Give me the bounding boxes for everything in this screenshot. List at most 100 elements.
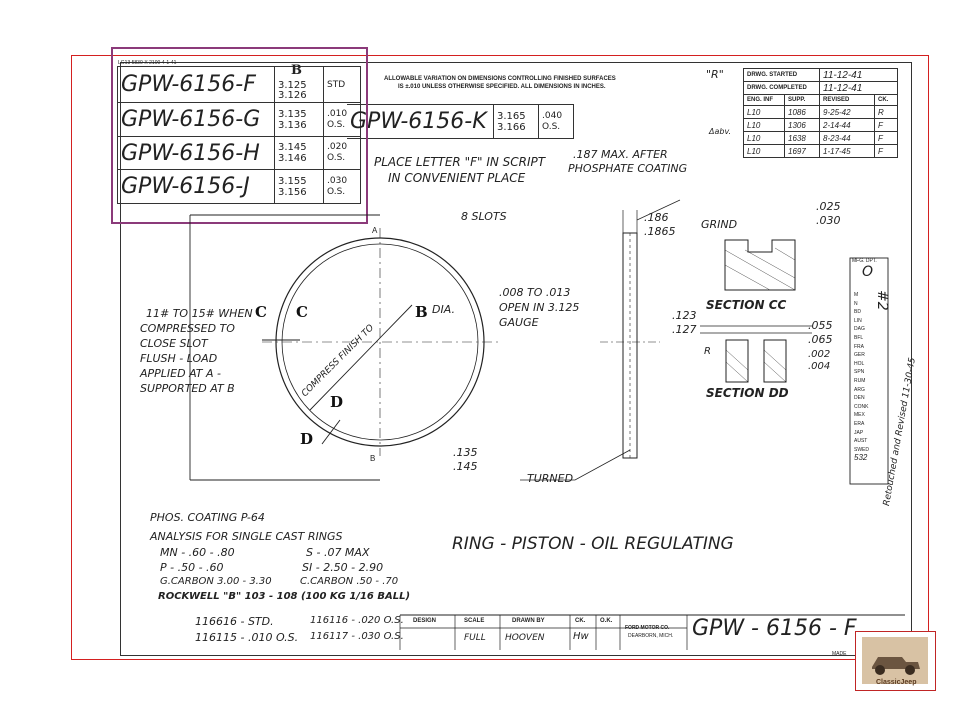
jeep-icon — [862, 637, 928, 684]
jeep-image — [862, 637, 928, 684]
mfg-dept-item: BD — [854, 309, 861, 316]
part-cell: GPW-6156-K — [347, 104, 494, 139]
drawn-by-label: DRAWN BY — [512, 618, 545, 624]
mfg-dept-item: ARG — [854, 386, 865, 393]
part-number-020: 116116 - .020 O.S. — [310, 615, 404, 626]
dim-value: 3.126 — [278, 89, 307, 101]
mfg-dept-item: LIN — [854, 317, 862, 324]
drawing-title: RING - PISTON - OIL REGULATING — [452, 534, 734, 554]
rev-cell: F — [874, 144, 898, 158]
mfg-dept-item: RUM — [854, 377, 866, 384]
note-load2: COMPRESSED TO — [140, 322, 235, 335]
code-value: .040 — [542, 110, 563, 121]
ck-value: Hw — [573, 631, 589, 642]
note-load4: FLUSH - LOAD — [140, 352, 218, 365]
made-label: MADE — [832, 651, 847, 657]
section-dd-label: SECTION DD — [706, 386, 789, 400]
drawn-by-value: HOOVEN — [505, 633, 545, 643]
note-load6: SUPPORTED AT B — [140, 382, 235, 395]
code-value: .030 — [327, 175, 348, 186]
note-load1: 11# TO 15# WHEN — [146, 307, 253, 320]
label-r: R — [704, 346, 711, 357]
mfg-dept-item: 532 — [854, 453, 868, 463]
mfg-dept-item: M — [854, 292, 859, 298]
dim-value: 3.135 — [278, 108, 307, 120]
note-thick2: .1865 — [644, 225, 676, 238]
analysis-s: S - .07 MAX — [306, 546, 370, 559]
label-d: D — [330, 393, 344, 411]
code-value: O.S. — [327, 153, 346, 163]
rev-cell: L10 — [743, 144, 785, 158]
note-dia: DIA. — [432, 303, 455, 316]
note-load3: CLOSE SLOT — [140, 337, 208, 350]
label-c: C — [296, 303, 308, 321]
note-grind: GRIND — [701, 218, 738, 231]
code-value: .020 — [327, 142, 348, 152]
variant-table: GPW-6156-F B 3.125 3.126 STD GPW-6156-G … — [117, 63, 361, 204]
part-cell: GPW-6156-H — [117, 136, 275, 170]
dim-value: 3.156 — [278, 186, 307, 198]
part-number-std: 116616 - STD. — [195, 615, 274, 628]
analysis-si: SI - 2.50 - 2.90 — [302, 561, 384, 574]
scale-label: SCALE — [464, 618, 485, 624]
code-value: .010 — [327, 108, 348, 119]
dim-value: 3.155 — [278, 175, 307, 187]
analysis-cc: C.CARBON .50 - .70 — [300, 576, 399, 587]
mfg-dept-item: SPN — [854, 369, 865, 376]
analysis-gc: G.CARBON 3.00 - 3.30 — [160, 576, 272, 587]
col-letter-b: B — [291, 63, 302, 78]
part-number-010: 116115 - .010 O.S. — [195, 631, 299, 644]
rev-cell: 1697 — [784, 144, 820, 158]
mfg-dept-item: JAP — [854, 429, 864, 436]
mfg-dept-item: HOL — [854, 360, 865, 367]
part-cell: GPW-6156-J — [117, 169, 275, 204]
mfg-dept-item: DAG — [854, 326, 865, 333]
mfg-dept-item: BFL — [854, 334, 864, 341]
mfg-dept-item: MEX — [854, 412, 865, 419]
dim-value: 3.125 — [278, 79, 307, 91]
rev-mark: "R" — [706, 68, 724, 81]
mfg-dept-item: ERA — [854, 420, 865, 427]
mfg-dept-item: FRA — [854, 343, 864, 350]
classic-jeep-logo: ClassicJeep — [855, 631, 936, 691]
note-gap2: OPEN IN 3.125 — [499, 301, 580, 314]
rev-cell: F — [874, 131, 898, 145]
title-part-number: GPW - 6156 - F — [692, 616, 857, 641]
note-t1: .025 — [816, 200, 841, 213]
mfg-dept-item: GER — [854, 352, 865, 359]
dim-value: 3.145 — [278, 142, 307, 153]
note-place-letter2: IN CONVENIENT PLACE — [388, 171, 526, 185]
side-note: #2 — [874, 290, 890, 311]
tolerance-note-line2: IS ±.010 UNLESS OTHERWISE SPECIFIED. ALL… — [398, 84, 606, 90]
note-s1: .055 — [808, 319, 833, 332]
note-rad1: .135 — [453, 446, 478, 459]
note-s2: .065 — [808, 333, 833, 346]
highlight-box — [111, 47, 368, 224]
ck-label: CK. — [575, 618, 586, 624]
mfg-dept-label: MFG. DPT. — [852, 258, 877, 264]
corner-note: LG13 5830-X 2100-4-1-41 — [118, 60, 177, 66]
label-a: A — [372, 226, 378, 235]
note-phosphate: .187 MAX. AFTER — [573, 148, 668, 161]
mfg-dept-value: O — [862, 264, 874, 280]
code-value: O.S. — [542, 121, 561, 132]
drawing-sheet-frame — [71, 55, 929, 660]
analysis-title: ANALYSIS FOR SINGLE CAST RINGS — [150, 530, 343, 543]
note-load5: APPLIED AT A - — [140, 367, 222, 380]
mfg-dept-item: N — [854, 300, 858, 307]
tolerance-note-line1: ALLOWABLE VARIATION ON DIMENSIONS CONTRO… — [384, 76, 616, 82]
company-city: DEARBORN, MICH. — [628, 633, 674, 639]
note-rad2: .145 — [453, 460, 478, 473]
note-r2: .004 — [808, 361, 831, 372]
ok-label: O.K. — [600, 618, 613, 624]
note-w1: .123 — [672, 309, 697, 322]
